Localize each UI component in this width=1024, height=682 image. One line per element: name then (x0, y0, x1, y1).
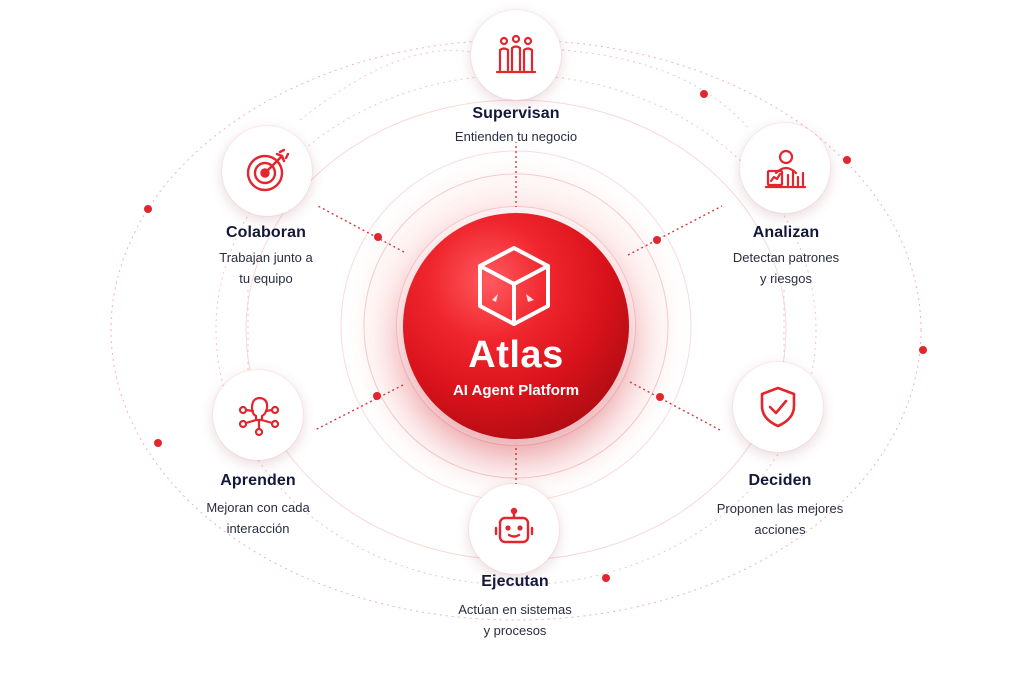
node-aprenden[interactable] (213, 370, 303, 460)
desc-line: Mejoran con cada (206, 500, 310, 515)
dot (843, 156, 851, 164)
desc-line: Entienden tu negocio (454, 129, 578, 144)
node-title-supervisan: Supervisan (472, 105, 560, 122)
robot-icon (494, 507, 534, 544)
desc-line: Proponen las mejores (716, 501, 844, 516)
connector-aprenden (314, 384, 404, 431)
node-analizan[interactable] (740, 123, 830, 213)
desc-line: y riesgos (759, 271, 813, 286)
dot (602, 574, 610, 582)
connector-colaboran (317, 205, 405, 253)
dot (374, 233, 382, 241)
desc-line: interacción (226, 521, 290, 536)
node-title-deciden: Deciden (748, 472, 812, 489)
connector-lines (314, 142, 723, 484)
connector-deciden (629, 381, 721, 431)
node-title-aprenden: Aprenden (220, 472, 296, 489)
node-desc-deciden: Proponen las mejores acciones (670, 498, 890, 540)
node-desc-ejecutan: Actúan en sistemas y procesos (405, 599, 625, 641)
node-desc-supervisan: Entienden tu negocio (406, 126, 626, 147)
desc-line: Detectan patrones (732, 250, 840, 265)
dot (373, 392, 381, 400)
node-links (247, 49, 785, 372)
hub-title: Atlas (468, 334, 564, 376)
dot (144, 205, 152, 213)
people-chart-icon (495, 34, 537, 74)
link-colaboran-supervisan (299, 49, 471, 121)
desc-line: y procesos (483, 623, 547, 638)
shield-check-icon (760, 386, 796, 428)
desc-line: acciones (754, 522, 806, 537)
orbit-dots (144, 90, 927, 582)
hub-subtitle: AI Agent Platform (452, 382, 580, 399)
node-desc-colaboran: Trabajan junto a tu equipo (156, 247, 376, 289)
node-title-colaboran: Colaboran (225, 224, 307, 241)
desc-line: Actúan en sistemas (458, 602, 572, 617)
dot (656, 393, 664, 401)
dot (919, 346, 927, 354)
dot (653, 236, 661, 244)
node-desc-analizan: Detectan patrones y riesgos (676, 247, 896, 289)
dot (700, 90, 708, 98)
node-supervisan[interactable] (471, 10, 561, 100)
cube-icon (478, 246, 550, 326)
node-title-analizan: Analizan (752, 224, 820, 241)
desc-line: tu equipo (239, 271, 293, 286)
orbit-ellipse-2 (110, 39, 922, 621)
target-icon (246, 148, 290, 192)
desc-line: Trabajan junto a (219, 250, 313, 265)
link-supervisan-analizan (561, 49, 751, 131)
dot (154, 439, 162, 447)
node-title-ejecutan: Ejecutan (481, 573, 549, 590)
node-colaboran[interactable] (222, 126, 312, 216)
node-deciden[interactable] (733, 362, 823, 452)
network-head-icon (238, 396, 280, 437)
node-desc-aprenden: Mejoran con cada interacción (148, 497, 368, 539)
node-ejecutan[interactable] (469, 484, 559, 574)
analyst-icon (764, 149, 807, 189)
